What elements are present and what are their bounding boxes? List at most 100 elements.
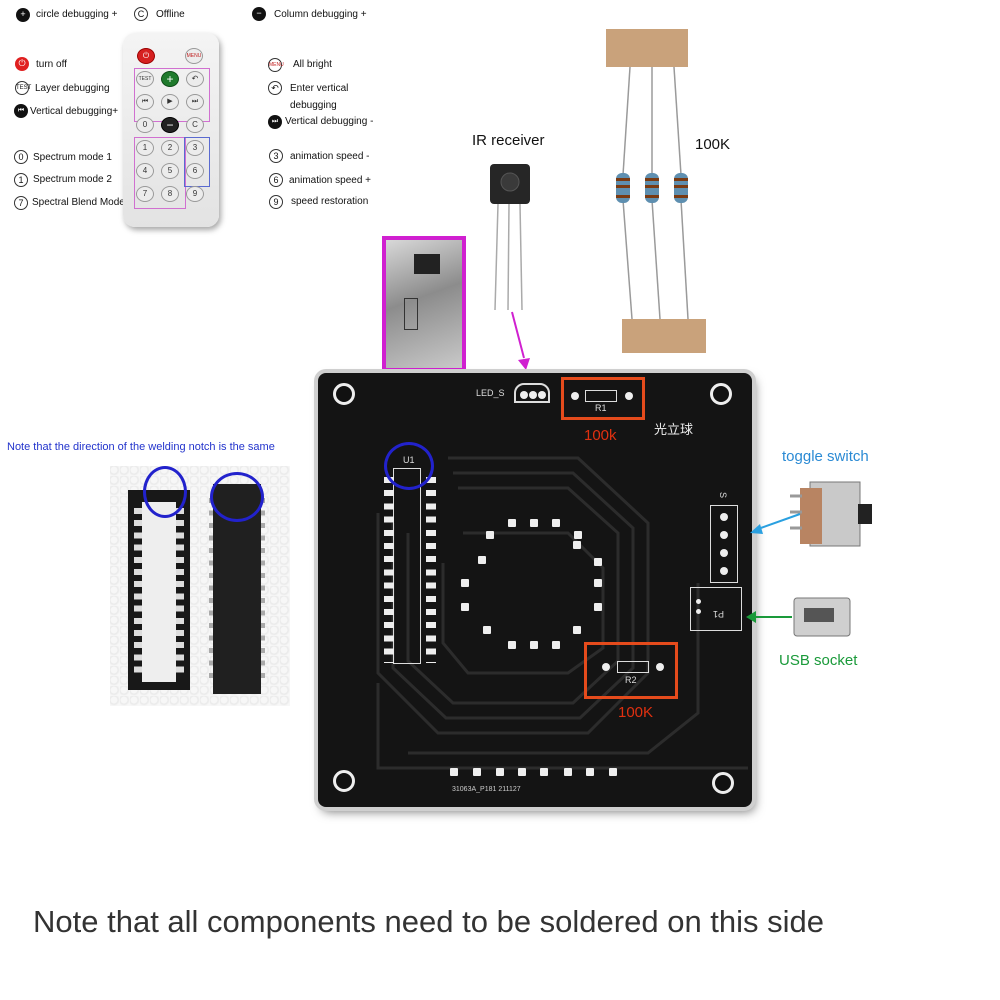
legend-animation-speed-plus: animation speed +	[289, 175, 372, 186]
remote-key-5: 5	[161, 163, 179, 179]
ir-receiver-label: IR receiver	[472, 132, 545, 149]
minus-circle-icon: −	[252, 7, 266, 21]
pcb-title-cn: 光立球	[654, 422, 694, 437]
remote-key-1: 1	[136, 140, 154, 156]
ir-receiver-photo	[490, 164, 530, 370]
led-s-label: LED_S	[476, 388, 505, 398]
digit-7-icon: 7	[14, 196, 28, 210]
ir-pointer-arrow-icon	[518, 358, 530, 370]
resistors-photo	[606, 29, 706, 353]
legend-turn-off: turn off	[36, 59, 67, 70]
chip-notch-circle	[210, 472, 264, 522]
legend-all-bright: All bright	[293, 59, 332, 70]
r1-label: R1	[595, 403, 607, 413]
legend-enter-vertical: Enter vertical	[290, 83, 349, 94]
remote-back-key: ↶	[186, 71, 204, 87]
led-s-footprint	[514, 383, 550, 403]
u1-pins-left	[384, 477, 394, 663]
legend-offline: Offline	[156, 9, 185, 20]
switch-s-label: S	[718, 491, 729, 499]
tape-bottom	[622, 319, 706, 353]
r1-footprint	[585, 390, 617, 402]
ir-detail-photo	[382, 236, 466, 372]
usb-p1-label: P1	[713, 609, 725, 619]
r2-highlight-box	[584, 642, 678, 699]
usb-pointer-arrow-icon	[746, 611, 756, 623]
plus-circle-icon: +	[16, 8, 30, 22]
remote-menu-key: MENU	[185, 48, 203, 64]
remote-key-4: 4	[136, 163, 154, 179]
pcb-code: 31063A_P181 211127	[452, 786, 521, 793]
legend-debugging: debugging	[290, 100, 337, 111]
test-icon: TEST	[15, 81, 31, 95]
u1-notch-circle	[384, 442, 434, 490]
menu-icon: MENU	[268, 58, 284, 72]
remote-key-3: 3	[186, 140, 204, 156]
tape-top	[606, 29, 688, 67]
digit-1-icon: 1	[14, 173, 28, 187]
digit-3-icon: 3	[269, 149, 283, 163]
power-icon: ⏻	[15, 57, 29, 71]
remote-power-icon: ⏻	[137, 48, 155, 64]
usb-footprint	[690, 587, 742, 631]
pcb-board: LED_S R1 光立球 U1 R2 S P1 31063A_P181 2111…	[318, 373, 752, 807]
r2-footprint	[617, 661, 649, 673]
switch-pointer-arrow-icon	[750, 524, 763, 534]
legend-speed-restoration: speed restoration	[291, 196, 369, 207]
legend-spectrum-mode-2: Spectrum mode 2	[33, 174, 112, 185]
legend-spectral-blend-mode: Spectral Blend Mode	[32, 197, 125, 208]
resistor-bodies	[616, 173, 688, 203]
legend-column-debugging: Column debugging +	[274, 9, 367, 20]
usb-socket-label: USB socket	[779, 652, 858, 669]
legend-vertical-debugging-minus: Vertical debugging -	[285, 116, 374, 127]
back-arrow-icon: ↶	[268, 81, 282, 95]
fast-forward-icon: ⏭	[268, 115, 282, 129]
mount-hole	[710, 383, 732, 405]
switch-pointer-line	[757, 513, 801, 530]
bottom-note: Note that all components need to be sold…	[33, 904, 825, 939]
r1-highlight-box	[561, 377, 645, 420]
u1-pins-right	[426, 477, 436, 663]
remote-key-0: 0	[136, 117, 154, 133]
r2-label: R2	[625, 675, 637, 685]
r1-value-label: 100k	[584, 427, 617, 444]
mount-hole	[333, 770, 355, 792]
u1-footprint	[393, 468, 421, 664]
mount-hole	[712, 772, 734, 794]
legend-circle-debugging: circle debugging +	[36, 9, 118, 20]
r2-value-label: 100K	[618, 704, 654, 721]
remote-key-2: 2	[161, 140, 179, 156]
pcb-traces	[376, 456, 748, 770]
toggle-switch-photo	[750, 481, 872, 547]
digit-6-icon: 6	[269, 173, 283, 187]
remote-ff-key: ⏭	[186, 94, 204, 110]
remote-control: ⏻ MENU TEST + ↶ ⏮ ▶ ⏭ 0 − C 1 2 3 4 5 6 …	[123, 33, 219, 227]
ir-pointer-line	[511, 311, 525, 359]
remote-c-key: C	[186, 117, 204, 133]
digit-9-icon: 9	[269, 195, 283, 209]
remote-key-9: 9	[186, 186, 204, 202]
legend-spectrum-mode-1: Spectrum mode 1	[33, 152, 112, 163]
remote-test-key: TEST	[136, 71, 154, 87]
notch-note: Note that the direction of the welding n…	[7, 441, 275, 453]
legend-vertical-debugging-plus: Vertical debugging+	[30, 106, 119, 117]
rewind-icon: ⏮	[14, 104, 28, 118]
usb-socket-photo	[746, 597, 851, 637]
resistor-100k-label: 100K	[695, 136, 731, 153]
remote-play-key: ▶	[161, 94, 179, 110]
mount-hole	[333, 383, 355, 405]
legend-animation-speed-minus: animation speed -	[290, 151, 370, 162]
digit-0-icon: 0	[14, 150, 28, 164]
remote-key-7: 7	[136, 186, 154, 202]
legend-layer-debugging: Layer debugging	[35, 83, 110, 94]
toggle-switch-label: toggle switch	[782, 448, 869, 465]
switch-footprint	[710, 505, 738, 583]
remote-key-8: 8	[161, 186, 179, 202]
ic-socket	[128, 490, 190, 690]
remote-plus-key: +	[161, 71, 179, 87]
c-circle-icon: C	[134, 7, 148, 21]
remote-key-6: 6	[186, 163, 204, 179]
remote-rewind-key: ⏮	[136, 94, 154, 110]
socket-notch-circle	[143, 466, 187, 518]
remote-minus-key: −	[161, 117, 179, 133]
